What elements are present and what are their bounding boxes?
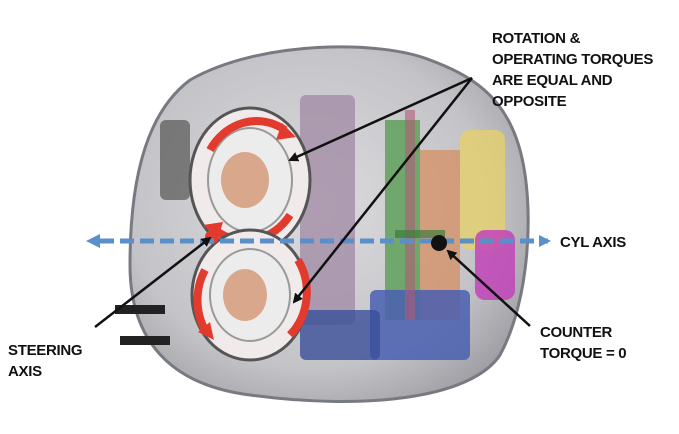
steering-arm-lower: [120, 336, 170, 345]
counter-torque-label: COUNTER TORQUE = 0: [540, 322, 626, 364]
lower-wheel: [192, 230, 308, 360]
rotation-torque-label: ROTATION & OPERATING TORQUES ARE EQUAL A…: [492, 28, 653, 112]
counter-torque-point: [431, 235, 447, 251]
steering-axis-label: STEERING AXIS: [8, 340, 82, 382]
cyl-axis-label: CYL AXIS: [560, 232, 626, 253]
cyl-axis-left-arrowhead: [86, 234, 100, 248]
